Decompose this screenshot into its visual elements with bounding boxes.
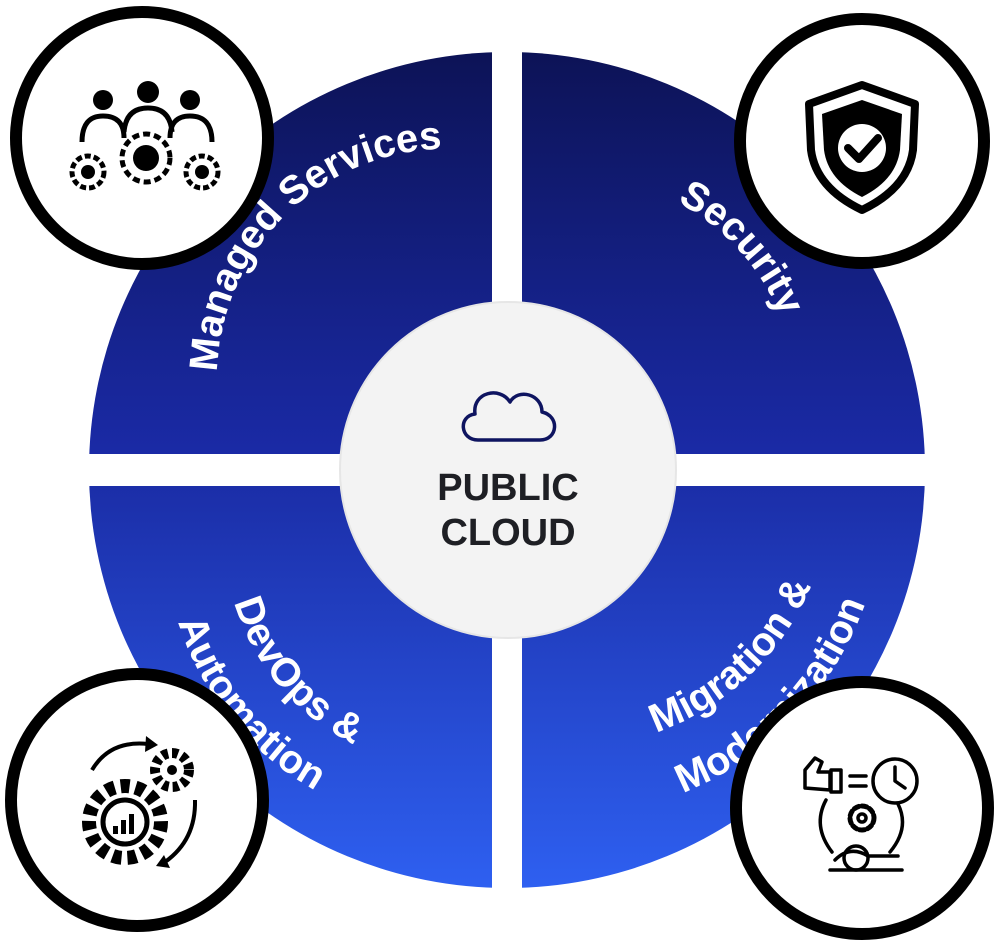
gears-cycle-icon xyxy=(5,668,269,932)
center-title-line2: CLOUD xyxy=(440,512,575,554)
shield-check-icon xyxy=(734,13,990,269)
center-title-line1: PUBLIC xyxy=(437,467,578,509)
cloud-icon xyxy=(461,391,557,442)
center-hub: PUBLIC CLOUD xyxy=(339,301,677,639)
modernization-icon xyxy=(730,676,994,940)
team-gears-icon xyxy=(10,6,274,270)
